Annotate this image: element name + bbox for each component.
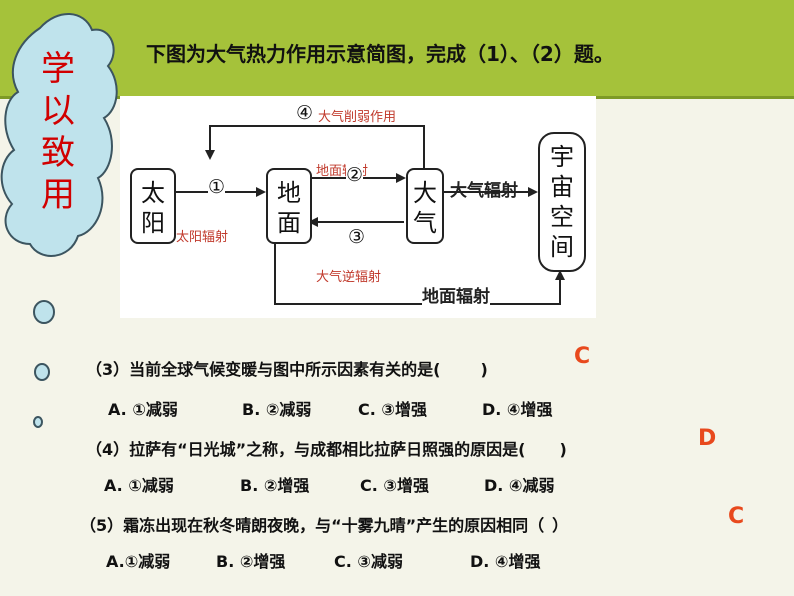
label-number-2: ②	[346, 164, 364, 186]
label-weakening: 大气削弱作用	[318, 110, 397, 125]
label-ground-radiation-bottom: 地面辐射	[422, 282, 490, 307]
option-5c[interactable]: C. ③减弱	[334, 552, 403, 571]
question-stem: （4）拉萨有“日光城”之称，与成都相比拉萨日照强的原因是(	[86, 440, 526, 459]
question-5: （5）霜冻出现在秋冬晴朗夜晚，与“十雾九晴”产生的原因相同（ ）	[80, 512, 568, 536]
cloud-char: 以	[41, 91, 75, 131]
cloud-char: 用	[41, 175, 75, 215]
arrow-weakening	[205, 125, 425, 172]
option-4b[interactable]: B. ②增强	[240, 476, 310, 495]
cloud-heading: 学 以 致 用	[36, 48, 80, 216]
label-number-3: ③	[348, 226, 366, 248]
sun-box: 太阳	[130, 168, 176, 244]
ground-box: 地面	[266, 168, 312, 244]
question-stem: （5）霜冻出现在秋冬晴朗夜晚，与“十雾九晴”产生的原因相同（	[80, 516, 545, 535]
question-3: （3）当前全球气候变暖与图中所示因素有关的是()	[86, 356, 488, 380]
option-3a[interactable]: A. ①减弱	[108, 400, 178, 419]
label-number-4: ④	[296, 102, 314, 124]
option-4a[interactable]: A. ①减弱	[104, 476, 174, 495]
option-3d[interactable]: D. ④增强	[482, 400, 553, 419]
heat-diagram: 太阳 地面 大气 宇宙空间 ④ 大气削弱作用 地面辐射 ② ① 太阳辐射 大气辐…	[120, 96, 596, 318]
cloud-bubble-small	[33, 416, 43, 428]
option-5b[interactable]: B. ②增强	[216, 552, 286, 571]
top-band	[0, 0, 794, 96]
answer-4: D	[698, 426, 717, 451]
option-5d[interactable]: D. ④增强	[470, 552, 541, 571]
label-number-1: ①	[208, 176, 226, 198]
label-counter-radiation: 大气逆辐射	[316, 270, 382, 285]
cloud-bubble-large	[33, 300, 55, 324]
label-solar-radiation: 太阳辐射	[176, 230, 229, 245]
option-5a[interactable]: A.①减弱	[106, 552, 171, 571]
arrow-ground-to-space	[274, 236, 565, 305]
option-3b[interactable]: B. ②减弱	[242, 400, 312, 419]
question-close: ）	[552, 516, 569, 535]
space-box: 宇宙空间	[538, 132, 586, 272]
atmosphere-label: 大气	[413, 179, 437, 237]
label-atmos-radiation: 大气辐射	[450, 181, 518, 201]
question-close: )	[559, 440, 567, 459]
ground-label: 地面	[277, 179, 301, 237]
thought-cloud	[0, 13, 118, 428]
question-close: )	[480, 360, 488, 379]
space-label: 宇宙空间	[550, 143, 574, 261]
question-4: （4）拉萨有“日光城”之称，与成都相比拉萨日照强的原因是()	[86, 436, 567, 460]
cloud-char: 学	[41, 49, 75, 89]
cloud-char: 致	[41, 133, 75, 173]
question-stem: （3）当前全球气候变暖与图中所示因素有关的是(	[86, 360, 441, 379]
sun-label: 太阳	[141, 179, 165, 237]
answer-3: C	[574, 344, 591, 369]
option-4d[interactable]: D. ④减弱	[484, 476, 555, 495]
answer-5: C	[728, 504, 745, 529]
atmosphere-box: 大气	[406, 168, 444, 244]
option-3c[interactable]: C. ③增强	[358, 400, 427, 419]
option-4c[interactable]: C. ③增强	[360, 476, 429, 495]
page-title: 下图为大气热力作用示意简图，完成（1）、（2）题。	[146, 42, 614, 66]
cloud-bubble-medium	[34, 363, 50, 381]
